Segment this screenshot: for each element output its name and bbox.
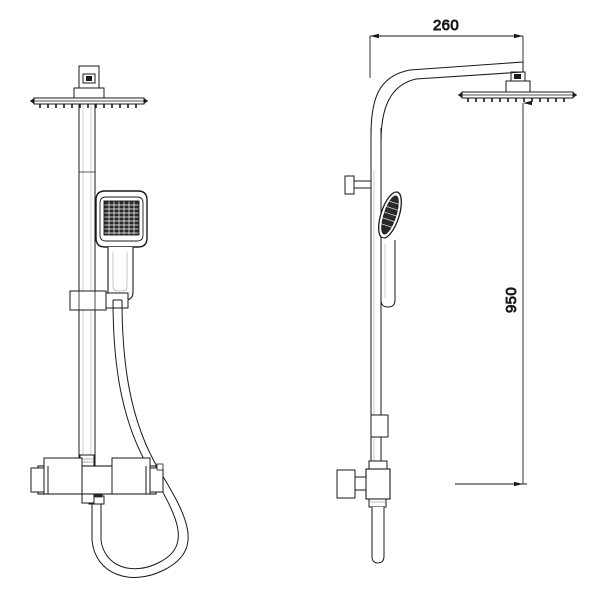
slider-bracket-side	[370, 414, 389, 438]
rain-head-mount-side	[505, 71, 531, 93]
front-elevation-view	[30, 65, 189, 578]
dimension-950: 950	[455, 100, 532, 487]
rain-head-nozzles-side	[467, 98, 565, 102]
shower-hose-front	[91, 299, 189, 578]
thermostatic-mixer-valve-side	[336, 460, 391, 564]
hand-shower-handset-side	[378, 191, 402, 308]
dimension-annotations: 260 950	[369, 17, 532, 487]
dimension-260: 260	[369, 17, 524, 78]
dimension-value-260: 260	[433, 17, 459, 34]
hand-shower-handset-front	[95, 190, 148, 301]
thermostatic-mixer-valve-front	[30, 454, 164, 504]
rain-shower-head-front	[30, 97, 148, 108]
wall-bracket-side	[344, 175, 372, 195]
rain-head-nozzles-front	[39, 104, 137, 108]
side-elevation-view	[336, 61, 577, 564]
rain-shower-head-side	[458, 91, 577, 102]
rain-head-mount-front	[73, 65, 105, 99]
riser-pipe-front	[78, 104, 96, 466]
dimension-value-950: 950	[503, 287, 520, 313]
